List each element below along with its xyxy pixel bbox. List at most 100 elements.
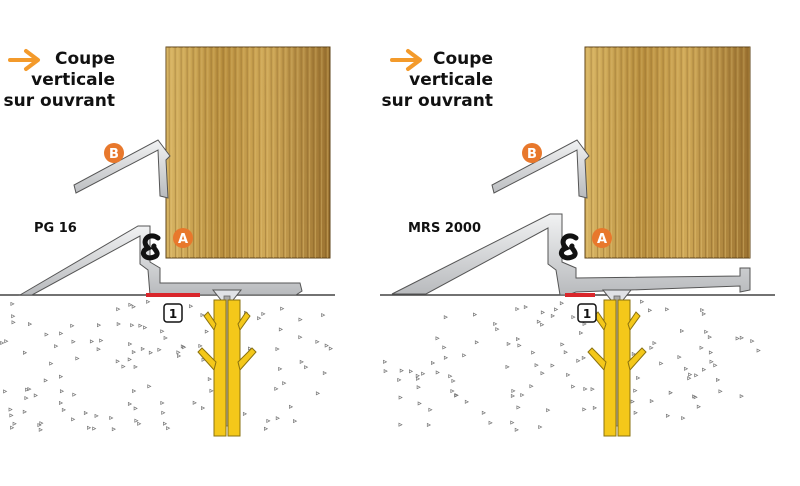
floor-speckle [0, 340, 5, 346]
floor-speckle [510, 393, 516, 399]
callout-b: B [522, 143, 542, 163]
callout-a-label: A [178, 232, 188, 247]
floor-speckle [96, 347, 101, 352]
floor-speckle [134, 418, 139, 423]
floor-speckle [442, 345, 447, 350]
floor-speckle [696, 404, 701, 409]
floor-speckle [546, 408, 551, 413]
floor-speckle [121, 364, 126, 369]
floor-speckle [116, 307, 121, 312]
floor-speckle [275, 416, 280, 421]
floor-speckle [207, 377, 212, 382]
floor-speckle [127, 357, 132, 362]
caption-line-3: sur ouvrant [381, 91, 493, 111]
floor-speckle [278, 327, 284, 332]
floor-speckle [531, 350, 536, 355]
floor-speckle [534, 363, 539, 368]
floor-speckle [266, 418, 271, 423]
floor-speckle [147, 384, 152, 389]
floor-speckle [3, 389, 8, 394]
floor-speckle [322, 370, 328, 376]
floor-speckle [443, 315, 448, 320]
floor-speckle [668, 390, 673, 395]
floor-speckle [665, 413, 671, 418]
floor-speckle [94, 413, 99, 419]
floor-speckle [474, 340, 480, 345]
floor-speckle [505, 364, 510, 369]
caption-line-3: sur ouvrant [3, 91, 115, 111]
floor-speckle [550, 313, 556, 319]
floor-speckle [99, 338, 104, 343]
floor-speckle [582, 407, 587, 412]
floor-speckle [38, 427, 43, 432]
floor-speckle [435, 336, 440, 341]
floor-speckle [473, 312, 478, 317]
floor-speckle [640, 299, 645, 304]
floor-speckle [201, 357, 206, 362]
floor-speckle [709, 359, 714, 364]
floor-speckle [130, 323, 135, 328]
floor-speckle [582, 321, 587, 327]
floor-speckle [209, 388, 214, 393]
floor-speckle [536, 319, 542, 324]
floor-speckle [43, 378, 48, 383]
panel-mrs2000: Coupe verticale sur ouvrant MRS 2000 B [380, 0, 780, 486]
floor-speckle [631, 351, 636, 357]
floor-speckle [383, 369, 388, 374]
floor-speckle [298, 317, 303, 322]
floor-speckle [652, 340, 657, 346]
floor-speckle [649, 345, 654, 350]
floor-speckle [633, 388, 638, 393]
floor-speckle [633, 410, 638, 415]
floor-speckle [481, 410, 486, 415]
gasket-icon [141, 233, 161, 261]
floor-speckle [133, 364, 138, 370]
floor-speckle [293, 419, 298, 424]
floor-speckle [708, 350, 714, 355]
floor-speckle [718, 389, 723, 394]
floor-speckle [511, 388, 516, 393]
floor-speckle [128, 341, 133, 347]
floor-speckle [702, 367, 707, 372]
floor-speckle [488, 420, 493, 425]
floor-speckle [72, 392, 77, 397]
floor-speckle [146, 299, 151, 304]
floor-speckle [713, 363, 718, 368]
callout-b-label: B [527, 147, 537, 162]
floor-speckle [280, 306, 285, 311]
floor-speckle [735, 336, 740, 341]
floor-speckle [71, 339, 76, 344]
floor-speckle [416, 376, 421, 381]
floor-speckle [163, 421, 168, 426]
section-caption: Coupe verticale sur ouvrant [382, 49, 493, 112]
floor-speckle [550, 363, 555, 368]
floor-speckle [22, 409, 27, 414]
floor-speckle [127, 401, 133, 407]
floor-speckle [140, 346, 146, 351]
floor-speckle [739, 335, 744, 340]
door-leaf [165, 46, 331, 259]
floor-speckle [160, 400, 165, 406]
floor-speckle [665, 307, 670, 312]
floor-speckle [89, 339, 95, 344]
floor-speckle [176, 350, 181, 355]
floor-speckle [198, 343, 203, 348]
floor-speckle [71, 417, 76, 422]
floor-speckle [143, 325, 148, 330]
floor-speckle [694, 373, 699, 378]
floor-speckle [28, 322, 33, 327]
floor-speckle [464, 399, 470, 404]
floor-speckle [58, 400, 64, 406]
floor-speckle [163, 335, 168, 341]
floor-speckle [677, 355, 682, 360]
floor-speckle [559, 301, 565, 306]
floor-speckle [59, 389, 65, 394]
floor-speckle [630, 399, 635, 404]
floor-speckle [581, 355, 586, 360]
door-leaf [584, 46, 751, 259]
floor-speckle [571, 384, 576, 389]
floor-speckle [321, 313, 326, 318]
floor-speckle [157, 347, 162, 352]
floor-speckle [699, 345, 704, 350]
floor-speckle [25, 387, 30, 392]
